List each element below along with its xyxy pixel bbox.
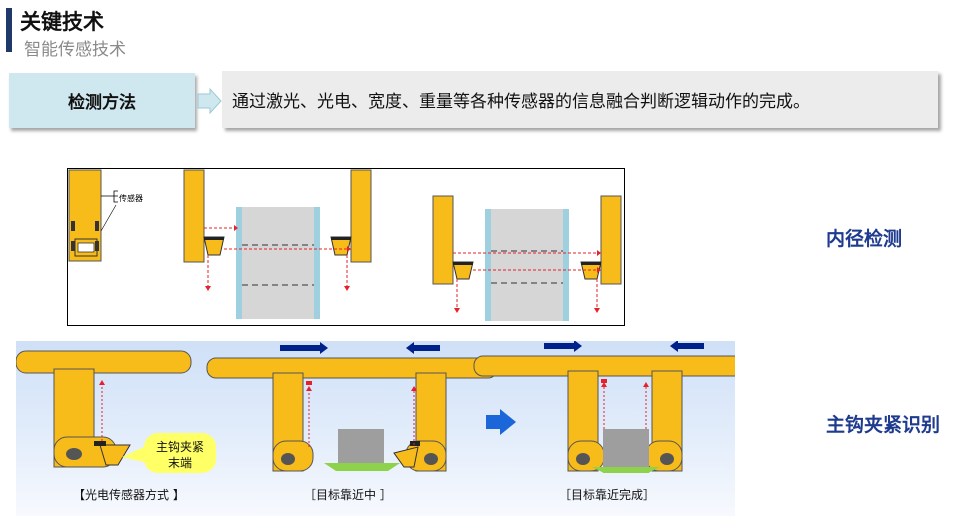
detection-scene-1 xyxy=(183,169,372,319)
sensor-label: 传感器 xyxy=(119,193,143,203)
callout-bubble: 主钩夹紧 末端 xyxy=(122,433,216,473)
description-box: 通过激光、光电、宽度、重量等各种传感器的信息融合判断逻辑动作的完成。 xyxy=(222,71,938,128)
callout-line-2: 末端 xyxy=(168,456,192,470)
detection-scene-2 xyxy=(432,195,622,321)
chevron-right-icon xyxy=(197,88,222,114)
hook-crane-2 xyxy=(206,342,498,472)
title-accent-bar xyxy=(6,8,12,52)
arrow-right-icon xyxy=(486,409,516,435)
method-box: 检测方法 xyxy=(9,73,195,128)
description-text: 通过激光、光电、宽度、重量等各种传感器的信息融合判断逻辑动作的完成。 xyxy=(232,92,810,112)
method-label: 检测方法 xyxy=(68,93,136,113)
crane-top-view xyxy=(68,169,118,262)
hook-crane-3 xyxy=(473,340,745,473)
page-subtitle: 智能传感技术 xyxy=(24,40,126,60)
caption-approaching: ［目标靠近中 ］ xyxy=(304,487,392,502)
caption-photoelectric-method: 【光电传感器方式 】 xyxy=(73,487,185,502)
inner-diameter-diagram: 传感器 xyxy=(67,168,625,326)
inner-diameter-caption: 内径检测 xyxy=(826,228,903,250)
callout-line-1: 主钩夹紧 xyxy=(156,440,204,454)
page-title: 关键技术 xyxy=(20,10,104,34)
hook-crane-1 xyxy=(15,350,192,468)
caption-done: ［目标靠近完成］ xyxy=(559,487,655,502)
hook-clamp-diagram: 主钩夹紧 末端 【光电传感器方式 】 ［目标靠近中 xyxy=(15,340,745,516)
hook-clamp-caption: 主钩夹紧识别 xyxy=(826,414,941,436)
